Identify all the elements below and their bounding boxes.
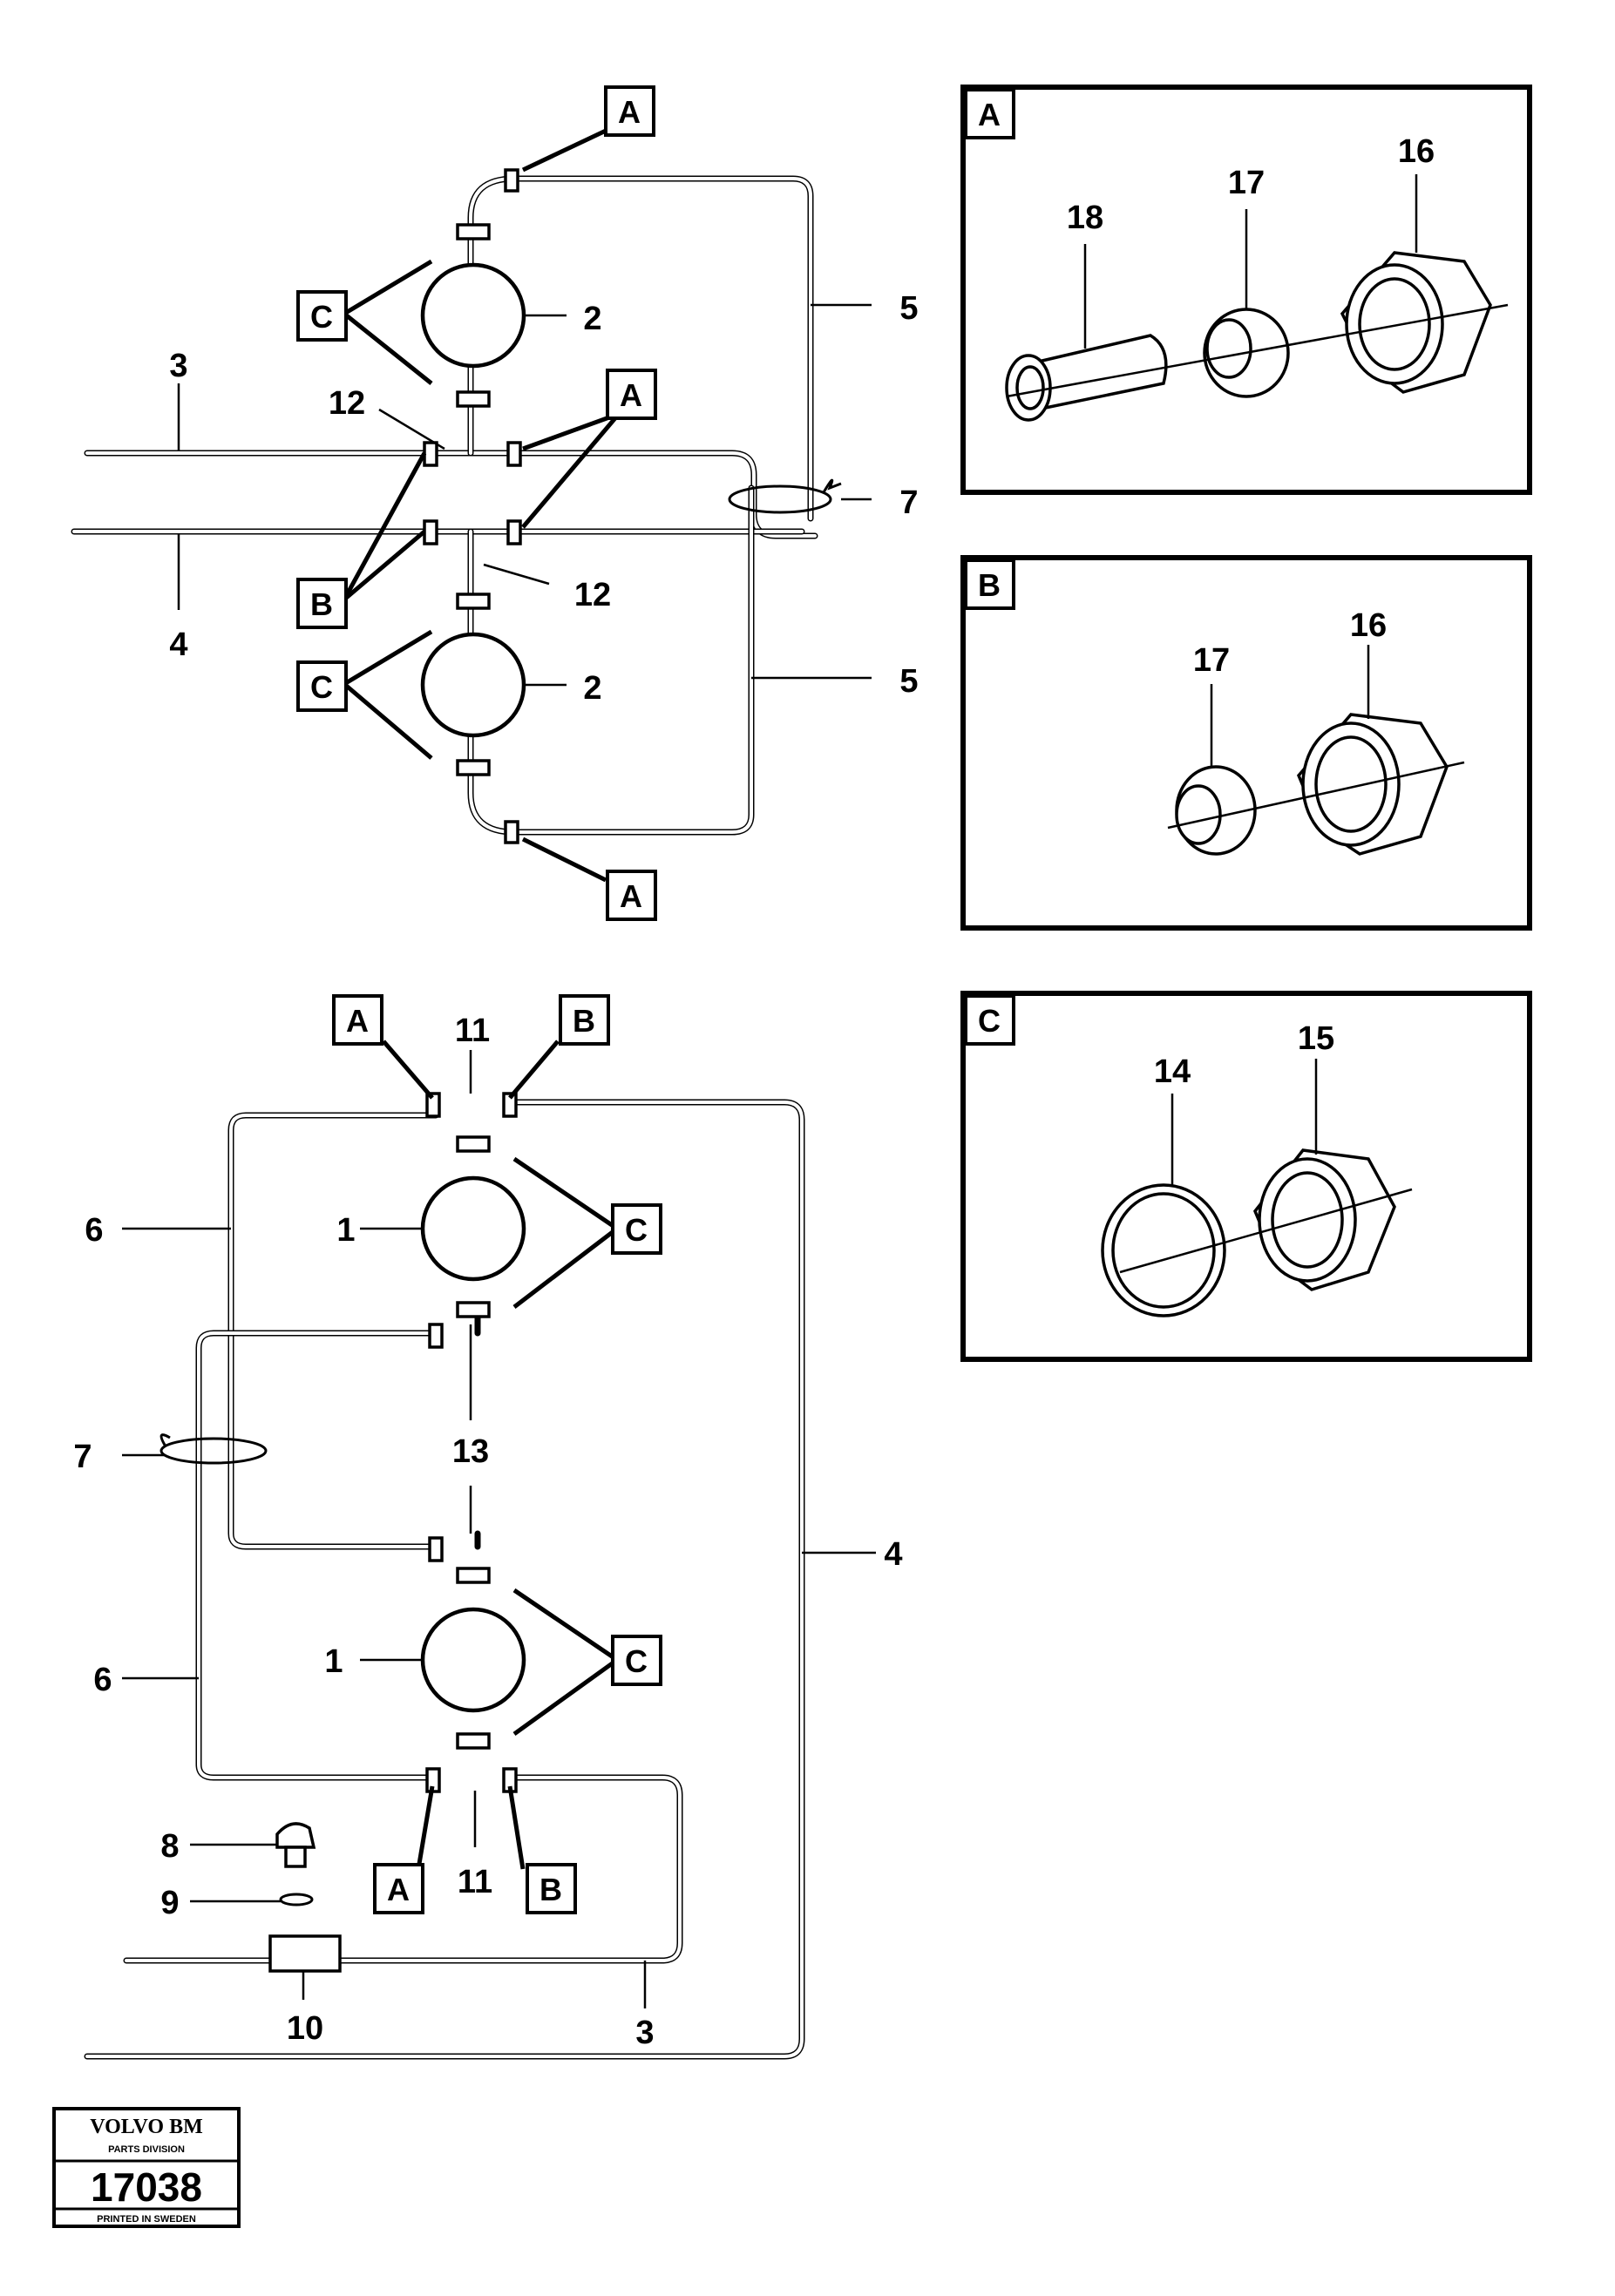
callout-17-b: 17	[1193, 642, 1230, 679]
callout-11-bottom: 11	[458, 1864, 492, 1900]
callout-8: 8	[160, 1828, 179, 1865]
svg-text:A: A	[978, 97, 1001, 132]
callout-4-upper: 4	[169, 626, 187, 663]
nut-15	[1252, 1148, 1396, 1291]
upper-assembly: A A A C C B 3 4 12 12 2 2 5 5 7	[71, 85, 919, 921]
svg-text:C: C	[310, 299, 333, 335]
nut-16-b	[1296, 713, 1449, 856]
letter-box-b-2: B	[559, 994, 610, 1046]
svg-text:B: B	[310, 586, 333, 622]
callout-15: 15	[1298, 1020, 1334, 1057]
callout-3-upper: 3	[169, 348, 187, 384]
letter-box-a-4: A	[332, 994, 383, 1046]
svg-text:A: A	[620, 377, 642, 413]
clamp-7-upper	[728, 478, 842, 514]
clamp-7-lower	[159, 1433, 268, 1465]
callout-13: 13	[452, 1433, 489, 1470]
svg-text:C: C	[310, 669, 333, 705]
callout-6-top: 6	[85, 1212, 103, 1249]
letter-box-c-2: C	[296, 660, 348, 712]
letter-box-b-3: B	[526, 1863, 577, 1914]
stamp-division: PARTS DIVISION	[108, 2144, 185, 2155]
pipe-5-top	[467, 175, 814, 522]
svg-text:A: A	[387, 1872, 410, 1907]
callout-9: 9	[160, 1885, 179, 1921]
detail-panel-c: C 14 15	[960, 991, 1532, 1362]
ring-17-b	[1175, 765, 1257, 856]
detail-panel-b: B 17 16	[960, 555, 1532, 931]
pump-2-bottom	[343, 593, 526, 844]
tee-11-bottom	[425, 1767, 518, 1793]
leaders-lower	[122, 1040, 876, 2008]
svg-text:C: C	[625, 1643, 648, 1679]
pipe-3-upper	[84, 450, 818, 539]
stamp-printed: PRINTED IN SWEDEN	[97, 2214, 196, 2225]
callout-12-lower: 12	[574, 577, 611, 613]
svg-text:B: B	[978, 567, 1001, 603]
letter-box-c-1: C	[296, 290, 348, 342]
callout-16-b: 16	[1350, 607, 1387, 644]
callout-14: 14	[1154, 1053, 1191, 1090]
callout-6-bottom: 6	[93, 1662, 112, 1698]
stamp-number: 17038	[91, 2164, 202, 2210]
pipe-3-lower	[123, 1774, 683, 1964]
letter-box-a-3: A	[606, 870, 657, 921]
callout-2-top: 2	[583, 301, 601, 337]
svg-text:A: A	[620, 878, 642, 914]
pipe-4-lower	[84, 1099, 805, 2060]
stamp-brand: VOLVO BM	[90, 2116, 203, 2138]
pump-2-top	[343, 168, 526, 408]
callout-2-bottom: 2	[583, 670, 601, 707]
callout-18-a: 18	[1067, 200, 1103, 236]
svg-text:B: B	[573, 1003, 595, 1039]
callout-12-upper: 12	[329, 385, 365, 422]
callout-3-lower: 3	[635, 2015, 654, 2051]
pump-1-bottom	[420, 1567, 619, 1750]
callout-5-bottom: 5	[899, 663, 918, 700]
svg-text:B: B	[539, 1872, 562, 1907]
svg-text:C: C	[978, 1003, 1001, 1039]
letter-box-a-2: A	[606, 369, 657, 420]
leaders-upper	[177, 128, 872, 883]
letter-box-a-5: A	[373, 1863, 424, 1914]
lower-assembly: A B C C A B 11 6 1 7 13 4 1 6 8 11 9 10 …	[73, 994, 903, 2060]
tee-10	[268, 1934, 342, 1973]
callout-17-a: 17	[1228, 165, 1265, 201]
o-ring-14	[1101, 1183, 1226, 1317]
letter-box-c-4: C	[611, 1635, 662, 1686]
callout-5-top: 5	[899, 290, 918, 327]
callout-4-lower: 4	[884, 1536, 902, 1573]
volvo-bm-stamp: VOLVO BM PARTS DIVISION 17038 PRINTED IN…	[52, 2107, 241, 2228]
letter-box-c-3: C	[611, 1203, 662, 1255]
washer-9	[279, 1893, 314, 1907]
callout-7-lower: 7	[73, 1439, 92, 1475]
callout-16-a: 16	[1398, 133, 1435, 170]
svg-text:C: C	[625, 1212, 648, 1248]
callout-10: 10	[287, 2010, 323, 2047]
callout-11-top: 11	[455, 1013, 490, 1049]
callout-7-upper: 7	[899, 484, 918, 521]
pipe-6-lower	[195, 1330, 439, 1781]
callout-1-bottom: 1	[324, 1643, 343, 1680]
letter-box-a-1: A	[604, 85, 655, 137]
svg-text:A: A	[346, 1003, 369, 1039]
tee-11-top	[425, 1092, 518, 1562]
svg-text:A: A	[618, 94, 641, 130]
pump-1-top	[420, 1135, 619, 1318]
callout-1-top: 1	[336, 1212, 355, 1249]
valve-8	[275, 1822, 316, 1868]
nipple-18	[1005, 334, 1168, 422]
letter-box-b-1: B	[296, 578, 348, 629]
detail-panel-a: A 18 17 16	[960, 85, 1532, 495]
